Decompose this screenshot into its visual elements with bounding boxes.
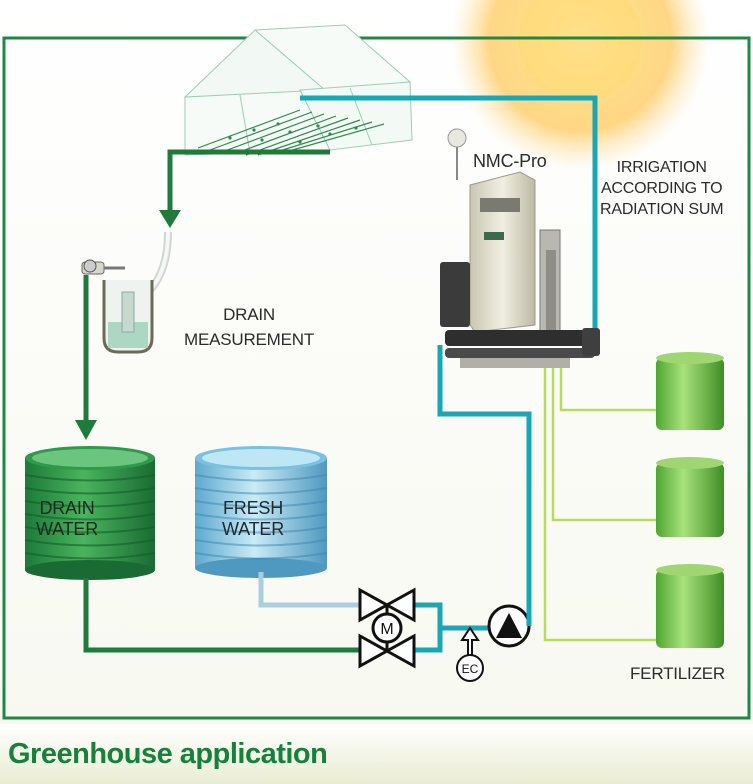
drain-measurement-icon	[81, 231, 172, 354]
drain-measurement-label: DRAIN MEASUREMENT	[184, 302, 314, 352]
drain-return-pipe	[83, 578, 360, 653]
drain-water-label-line: WATER	[36, 519, 98, 539]
fertilizer-label: FERTILIZER	[630, 664, 725, 683]
sun-icon	[450, 0, 710, 170]
mixed-water-pipe	[415, 602, 488, 653]
drain-to-tank-pipe	[75, 275, 97, 440]
nmc-pro-controller-icon	[440, 128, 600, 368]
irrigation-label-line: ACCORDING TO	[600, 180, 723, 197]
flow-arrow-icon	[159, 210, 181, 228]
drain-measurement-label-line: DRAIN	[223, 305, 275, 324]
fresh-water-tank	[194, 446, 328, 578]
irrigation-label-line: RADIATION SUM	[600, 201, 724, 218]
motor-label: M	[380, 621, 393, 638]
motor-valve-icon	[358, 587, 416, 669]
device-label: NMC-Pro	[473, 151, 547, 171]
drain-pipe	[159, 149, 330, 228]
diagram-frame	[2, 36, 751, 720]
irrigation-label: IRRIGATION ACCORDING TO RADIATION SUM	[600, 157, 724, 220]
fresh-water-label-line: WATER	[222, 519, 284, 539]
drain-water-tank	[24, 446, 156, 580]
drain-water-label: DRAIN WATER	[36, 498, 98, 540]
ec-sensor-icon	[456, 626, 484, 682]
drain-water-label-line: DRAIN	[39, 498, 95, 518]
pump-icon	[487, 604, 531, 648]
fertilizer-lines	[543, 368, 656, 642]
drain-measurement-label-line: MEASUREMENT	[184, 330, 315, 349]
footer-title: Greenhouse application	[8, 738, 328, 770]
irrigation-pipe	[300, 95, 598, 626]
fertilizer-tank	[656, 352, 724, 648]
fresh-water-label-line: FRESH	[222, 498, 283, 518]
irrigation-label-line: IRRIGATION	[616, 159, 707, 176]
fresh-water-pipe	[258, 572, 360, 608]
ec-label: EC	[462, 662, 479, 676]
fresh-water-label: FRESH WATER	[222, 498, 284, 540]
